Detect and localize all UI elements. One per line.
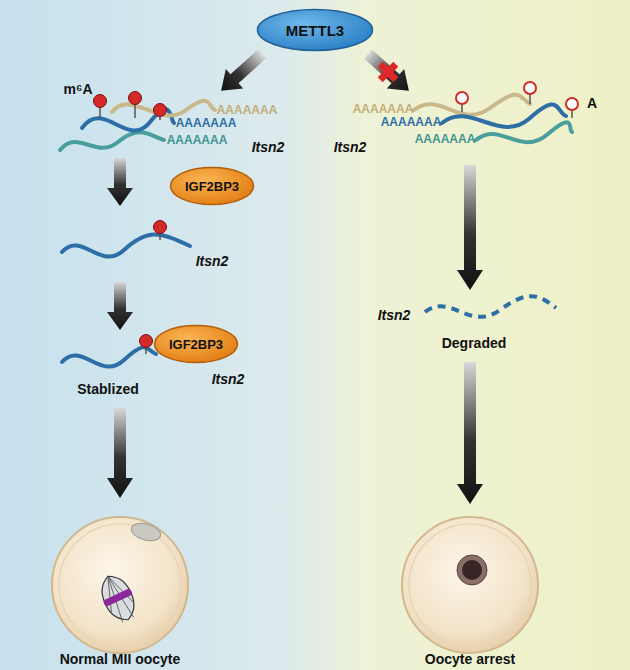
m6a-site xyxy=(140,335,153,348)
arrow xyxy=(359,44,417,100)
oocyte-label: Normal MII oocyte xyxy=(60,652,181,667)
m6a-sites xyxy=(94,92,167,121)
polya-tail: AAAAAAA xyxy=(415,133,476,146)
mrna-strand xyxy=(62,235,190,257)
gene-label: Itsn2 xyxy=(378,308,411,323)
gene-label: Itsn2 xyxy=(252,140,285,155)
enzyme-ellipse: METTL3 xyxy=(256,8,374,52)
unmethylated-sites xyxy=(456,82,578,118)
gene-label: Itsn2 xyxy=(334,140,367,155)
modification-label: A xyxy=(587,96,597,111)
node-label: IGF2BP3 xyxy=(169,337,223,352)
polya-tail: AAAAAAA xyxy=(176,117,237,130)
degraded-strand xyxy=(425,296,556,317)
state-label: Stablized xyxy=(77,382,138,397)
oocyte-label: Oocyte arrest xyxy=(425,652,515,667)
arrested-oocyte xyxy=(402,517,538,653)
mrna-strand xyxy=(62,347,156,366)
reader-protein: IGF2BP3 xyxy=(153,324,239,364)
polya-tail: AAAAAAA xyxy=(381,116,442,129)
modification-label: m⁶A xyxy=(63,82,92,97)
polya-tail: AAAAAAA xyxy=(167,134,228,147)
arrow xyxy=(107,158,133,206)
arrow xyxy=(457,362,483,504)
state-label: Degraded xyxy=(442,336,507,351)
gene-label: Itsn2 xyxy=(196,254,229,269)
arrow xyxy=(212,44,270,100)
node-label: METTL3 xyxy=(286,22,344,39)
m6a-site xyxy=(154,221,167,234)
mii-oocyte xyxy=(52,517,188,653)
arrow xyxy=(457,165,483,290)
arrow xyxy=(107,282,133,330)
node-label: IGF2BP3 xyxy=(185,179,239,194)
reader-protein: IGF2BP3 xyxy=(169,166,255,206)
gene-label: Itsn2 xyxy=(212,372,245,387)
polya-tail: AAAAAAA xyxy=(217,104,278,117)
polya-tail: AAAAAAA xyxy=(353,103,414,116)
arrow xyxy=(107,408,133,498)
red-cross xyxy=(378,62,399,83)
